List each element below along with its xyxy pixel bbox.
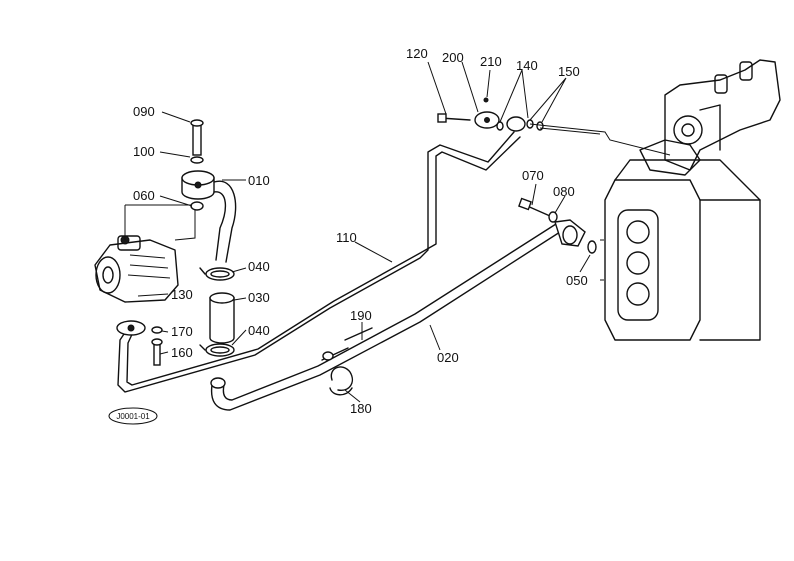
control-valve-block: [600, 159, 761, 341]
callout-160: 160: [171, 345, 193, 360]
hose-clamp-upper: [199, 267, 235, 281]
hose-010: [213, 180, 237, 263]
hose-clip-180: [329, 366, 354, 396]
callout-140: 140: [516, 58, 538, 73]
hose-030: [209, 292, 235, 344]
upper-fittings: [437, 97, 671, 156]
callout-030: 030: [248, 290, 270, 305]
callout-labels: 090 100 010 060 040 030 130 040 170 160 …: [133, 46, 588, 416]
callout-070: 070: [522, 168, 544, 183]
callout-010: 010: [248, 173, 270, 188]
callout-130: 130: [171, 287, 193, 302]
washer-170: [151, 326, 163, 334]
callout-040-upper: 040: [248, 259, 270, 274]
callout-090: 090: [133, 104, 155, 119]
banjo-fitting-upper: [181, 119, 215, 211]
callout-180: 180: [350, 401, 372, 416]
callout-200: 200: [442, 50, 464, 65]
washer-080: [548, 211, 558, 223]
callout-210: 210: [480, 54, 502, 69]
callout-080: 080: [553, 184, 575, 199]
bolt-160: [151, 338, 163, 366]
leader-lines: [137, 61, 591, 403]
callout-020: 020: [437, 350, 459, 365]
callout-120: 120: [406, 46, 428, 61]
callout-110: 110: [336, 230, 357, 245]
callout-040-lower: 040: [248, 323, 270, 338]
callout-150: 150: [558, 64, 580, 79]
upper-valve-assembly: [639, 59, 781, 176]
hose-clamp-lower: [199, 343, 235, 357]
callout-050: 050: [566, 273, 588, 288]
pipe-020: [210, 219, 586, 411]
callout-190: 190: [350, 308, 372, 323]
callout-060: 060: [133, 188, 155, 203]
callout-100: 100: [133, 144, 155, 159]
figure-code: J0001-01: [116, 412, 150, 421]
o-ring-050: [587, 240, 597, 254]
band-190: [321, 327, 373, 361]
pipe-110: [116, 131, 521, 393]
callout-170: 170: [171, 324, 193, 339]
hollow-bolt-070: [518, 197, 551, 217]
figure-code-stamp: J0001-01: [108, 407, 158, 425]
hydraulic-pump: [94, 204, 196, 303]
